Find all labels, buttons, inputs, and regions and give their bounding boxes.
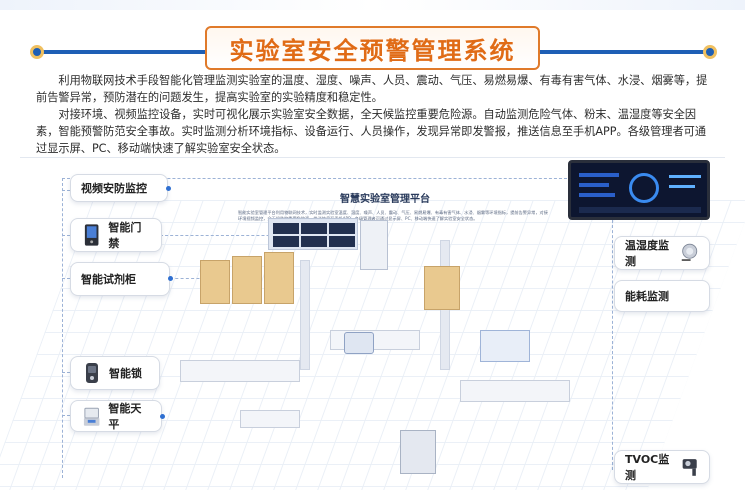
glass-fume-hood [480,330,530,362]
label-text: 视频安防监控 [81,182,147,195]
monitor-bar [579,183,609,187]
monitor-bar [579,207,701,213]
server-rack [360,220,388,270]
smart-lock-icon [86,363,98,383]
monitor-bar [579,173,619,177]
label-text: TVOC监测 [625,453,670,482]
wall-screen [301,236,327,247]
wall-screen [329,223,355,234]
connector-line [62,190,70,191]
connector-right-trunk [612,220,613,470]
title-dot-right [703,45,717,59]
monitor-bar [669,185,695,188]
connector-line [62,415,70,416]
label-access-control: 智能门禁 [70,218,162,252]
label-text: 智能试剂柜 [81,273,136,286]
connector-dot [168,276,173,281]
reagent-cabinet [264,252,294,304]
label-text: 智能锁 [109,367,142,380]
access-terminal-icon [84,224,99,246]
label-reagent-cabinet: 智能试剂柜 [70,262,170,296]
label-humidity-monitor: 温湿度监测 [614,236,710,270]
partition-wall [300,260,310,370]
title-frame: 实验室安全预警管理系统 [205,26,540,70]
label-tvoc-monitor: TVOC监测 [614,450,710,484]
connector-dot [166,186,171,191]
lab-diagram: 视频安防监控 智能门禁 智能试剂柜 智能锁 智能天平 智慧实验室管理平台 智能实… [0,160,745,496]
reagent-cabinet [424,266,460,310]
monitor-bar [579,193,615,197]
instrument-cabinet [400,430,436,474]
monitor-gauge [629,173,659,203]
label-smart-lock: 智能锁 [70,356,160,390]
connector-dot [160,414,165,419]
wall-screen [329,236,355,247]
humidity-sensor-icon [681,243,697,261]
intro-paragraph-1: 利用物联网技术手段智能化管理监测实验室的温度、湿度、噪声、人员、震动、气压、易燃… [36,74,708,104]
label-text: 智能门禁 [108,221,142,250]
label-text: 能耗监测 [625,290,669,303]
wall-screen [273,236,299,247]
reagent-cabinet [200,260,230,304]
wall-screen [273,223,299,234]
tvoc-sensor-icon [682,459,697,476]
balance-icon [83,407,100,426]
platform-title: 智慧实验室管理平台 [340,194,430,205]
wall-screen [301,223,327,234]
title-band: 实验室安全预警管理系统 [0,14,745,70]
top-strip [0,0,745,10]
lab-bench [240,410,300,428]
connector-line [170,278,210,279]
label-smart-balance: 智能天平 [70,400,162,432]
connector-top [62,178,572,179]
connector-line [62,235,70,236]
intro-paragraph-2: 对接环境、视频监控设备，实时可视化展示实验室安全数据，全天候监控重要危险源。自动… [36,108,707,155]
intro-text: 利用物联网技术手段智能化管理监测实验室的温度、湿度、噪声、人员、震动、气压、易燃… [36,72,712,157]
monitor-bar [669,175,701,178]
label-energy-monitor: 能耗监测 [614,280,710,312]
label-text: 智能天平 [108,402,142,431]
reagent-cabinet [232,256,262,304]
title-dot-left [30,45,44,59]
connector-line [160,235,300,236]
page-title: 实验室安全预警管理系统 [229,36,516,65]
title-rule-left [36,50,211,54]
video-wall [268,218,358,250]
analyzer-instrument [344,332,374,354]
label-text: 温湿度监测 [625,239,669,268]
lab-bench [180,360,300,382]
section-divider [20,157,725,158]
label-video-security: 视频安防监控 [70,174,168,202]
connector-line [62,372,70,373]
title-rule-right [535,50,710,54]
dashboard-monitor [568,160,710,220]
lab-bench [460,380,570,402]
connector-left-trunk [62,178,63,478]
connector-line [62,278,70,279]
